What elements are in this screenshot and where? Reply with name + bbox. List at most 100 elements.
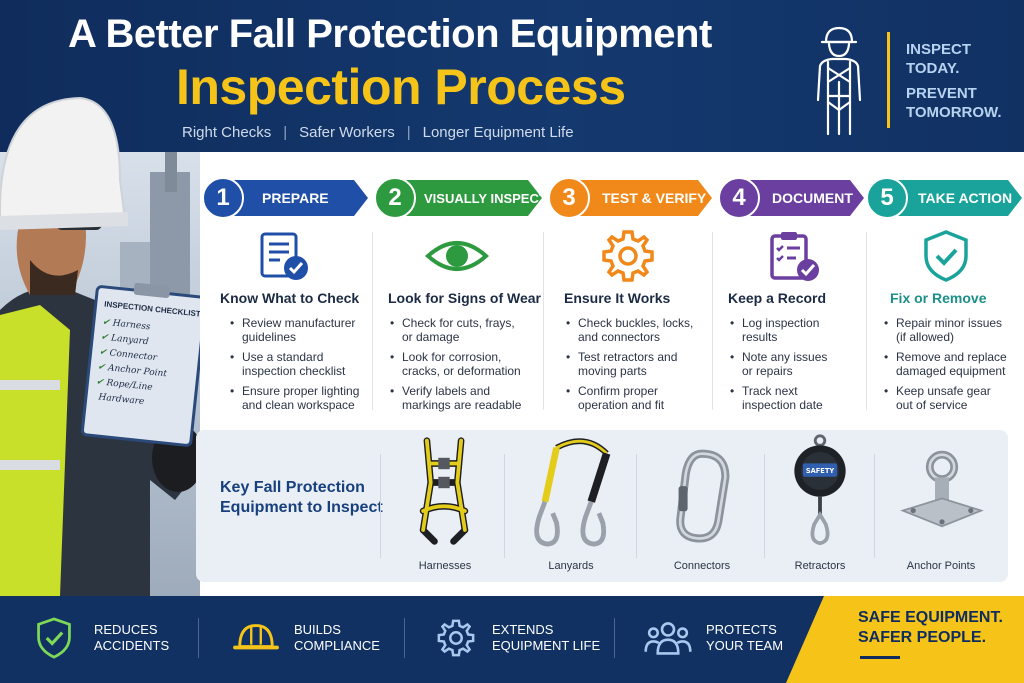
list-item: Look for corrosion, cracks, or deformati… xyxy=(388,350,528,378)
step-3-heading: Ensure It Works xyxy=(564,290,671,306)
footer-text: PROTECTS YOUR TEAM xyxy=(706,622,783,654)
footer-tagline-line: SAFER PEOPLE. xyxy=(858,629,987,646)
step-5-label: TAKE ACTION xyxy=(918,190,1013,206)
equipment-divider xyxy=(380,454,381,558)
step-4-arrow xyxy=(734,180,864,216)
subtitle-item: Safer Workers xyxy=(299,124,395,141)
footer-text-line: PROTECTS xyxy=(706,622,777,637)
equipment-title-line: Key Fall Protection xyxy=(220,479,365,496)
list-item: Repair minor issues (if allowed) xyxy=(882,316,1018,344)
equipment-caption: Retractors xyxy=(794,560,846,572)
footer-text: EXTENDS EQUIPMENT LIFE xyxy=(492,622,600,654)
slogan: INSPECT TODAY. PREVENT TOMORROW. xyxy=(906,40,1002,122)
list-item: Use a standard inspection checklist xyxy=(228,350,368,378)
equipment-caption: Harnesses xyxy=(418,560,472,572)
footer-divider xyxy=(198,618,199,658)
equipment-divider xyxy=(764,454,765,558)
step-5-content: Fix or Remove Repair minor issues (if al… xyxy=(882,224,1018,414)
equipment-caption: Anchor Points xyxy=(906,560,976,572)
list-item: Track next inspection date xyxy=(728,384,858,412)
footer-text-line: EXTENDS xyxy=(492,622,554,637)
step-4-header: 4 DOCUMENT xyxy=(718,177,864,219)
footer-text-line: ACCIDENTS xyxy=(94,638,170,653)
step-2-header: 2 VISUALLY INSPECT xyxy=(374,177,547,219)
step-3-bullets: Check buckles, locks, and connectors Tes… xyxy=(564,316,700,418)
page-title-line2: Inspection Process xyxy=(176,59,626,115)
harness-icon xyxy=(419,437,469,545)
document-check-icon xyxy=(260,232,308,280)
equipment-lanyard: Lanyards xyxy=(508,430,634,582)
equipment-divider xyxy=(636,454,637,558)
footer-tagline-line: SAFE EQUIPMENT. xyxy=(858,609,1003,626)
step-5-bullets: Repair minor issues (if allowed) Remove … xyxy=(882,316,1018,418)
checkmark-icon: ✔ xyxy=(100,332,109,344)
worker-harness-icon xyxy=(816,26,862,136)
step-2-arrow xyxy=(390,180,542,216)
equipment-divider xyxy=(874,454,875,558)
inspection-clipboard: INSPECTION CHECKLIST ✔ Harness ✔ Lanyard… xyxy=(80,282,208,448)
equipment-caption: Lanyards xyxy=(548,560,594,572)
step-1-label: PREPARE xyxy=(262,190,329,206)
checkmark-icon: ✔ xyxy=(98,347,108,359)
footer-text-line: YOUR TEAM xyxy=(706,638,784,653)
footer-text-line: BUILDS xyxy=(294,622,341,637)
clipboard-item: Hardware xyxy=(97,392,145,408)
step-1-arrow xyxy=(218,180,368,216)
step-3-header: 3 TEST & VERIFY xyxy=(548,177,712,219)
clipboard-item: Rope/Line xyxy=(105,378,153,393)
step-5-header: 5 TAKE ACTION xyxy=(866,177,1022,219)
retractor-icon: SAFETY xyxy=(794,434,846,546)
footer-text-line: EQUIPMENT LIFE xyxy=(492,638,601,653)
list-item: Note any issues or repairs xyxy=(728,350,858,378)
list-item: Ensure proper lighting and clean workspa… xyxy=(228,384,368,412)
footer-tagline-box: SAFE EQUIPMENT. SAFER PEOPLE. xyxy=(786,596,1024,683)
equipment-anchor: Anchor Points xyxy=(878,430,1004,582)
footer-item-extends-life: EXTENDS EQUIPMENT LIFE xyxy=(436,596,606,683)
footer-text-line: COMPLIANCE xyxy=(294,638,380,653)
footer-divider xyxy=(614,618,615,658)
step-3-number: 3 xyxy=(548,177,590,219)
equipment-divider xyxy=(504,454,505,558)
checkmark-icon: ✔ xyxy=(97,362,106,373)
eye-icon xyxy=(425,241,489,271)
lanyard-icon xyxy=(534,438,611,547)
footer-text-line: REDUCES xyxy=(94,622,158,637)
gear-icon xyxy=(437,619,475,657)
list-item: Test retractors and moving parts xyxy=(564,350,700,378)
shield-check-icon xyxy=(37,617,71,659)
footer-text: BUILDS COMPLIANCE xyxy=(294,622,380,654)
step-2-bullets: Check for cuts, frays, or damage Look fo… xyxy=(388,316,528,418)
step-1-bullets: Review manufacturer guidelines Use a sta… xyxy=(228,316,368,418)
equipment-title-line: Equipment to Inspect xyxy=(220,499,383,516)
subtitle-item: Longer Equipment Life xyxy=(422,124,574,141)
equipment-connector: Connectors xyxy=(640,430,764,582)
step-5-heading: Fix or Remove xyxy=(890,290,987,306)
subtitle-item: Right Checks xyxy=(182,124,272,141)
list-item: Verify labels and markings are readable xyxy=(388,384,528,412)
tagline-underline xyxy=(860,656,900,659)
background-building xyxy=(165,152,177,192)
page-title-line1: A Better Fall Protection Equipment xyxy=(68,12,712,56)
step-4-bullets: Log inspection results Note any issues o… xyxy=(728,316,858,418)
step-divider xyxy=(543,232,544,410)
slogan-line: TODAY. xyxy=(906,60,960,77)
slogan-line: INSPECT xyxy=(906,41,972,58)
step-4-content: Keep a Record Log inspection results Not… xyxy=(728,224,858,414)
checkmark-icon: ✔ xyxy=(95,377,105,388)
footer-item-protects-team: PROTECTS YOUR TEAM xyxy=(644,596,784,683)
slogan-divider xyxy=(887,32,890,128)
clipboard-item: Lanyard xyxy=(110,333,150,348)
anchor-point-icon xyxy=(900,450,984,528)
step-divider xyxy=(866,232,867,410)
footer-divider xyxy=(404,618,405,658)
shield-check-icon xyxy=(924,230,968,282)
footer-item-builds-compliance: BUILDS COMPLIANCE xyxy=(232,596,392,683)
equipment-title: Key Fall Protection Equipment to Inspect xyxy=(220,478,383,518)
carabiner-icon xyxy=(676,449,730,543)
clipboard-check-icon xyxy=(770,232,819,281)
subtitle: Right Checks|Safer Workers|Longer Equipm… xyxy=(182,124,574,141)
list-item: Review manufacturer guidelines xyxy=(228,316,368,344)
step-5-arrow xyxy=(882,180,1022,216)
checkmark-icon: ✔ xyxy=(101,317,111,329)
step-3-label: TEST & VERIFY xyxy=(602,190,707,206)
